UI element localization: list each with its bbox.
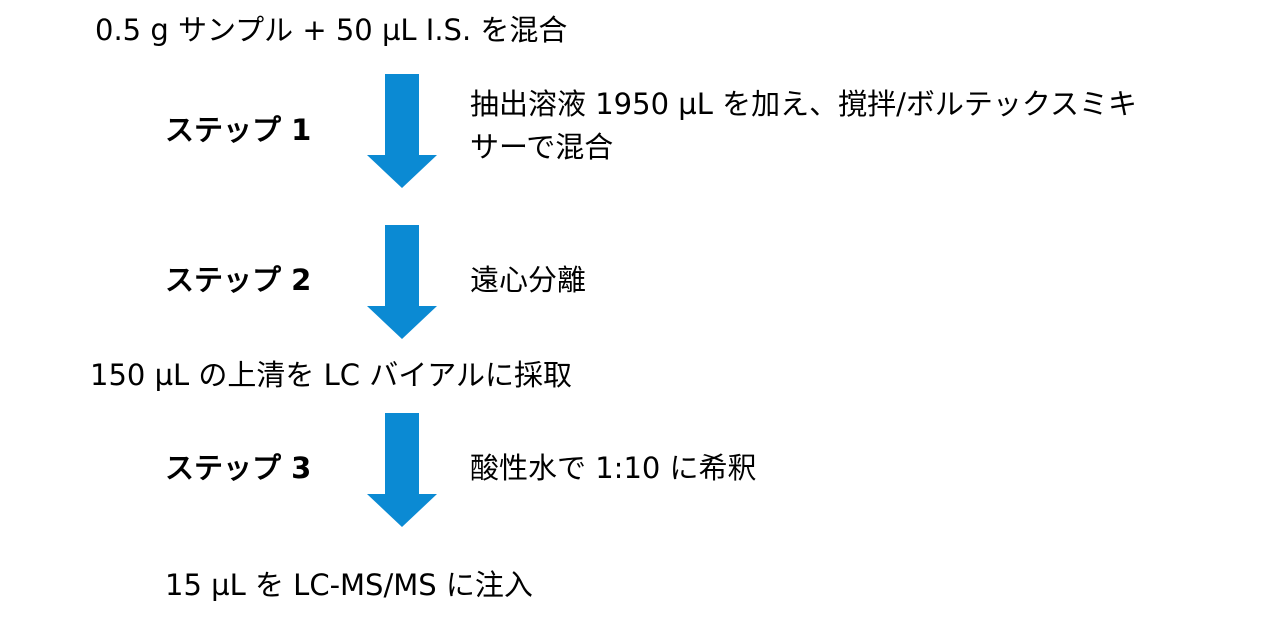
step-3-label: ステップ 3 [165, 451, 312, 485]
end-text: 15 µL を LC-MS/MS に注入 [165, 568, 533, 602]
step-3-desc: 酸性水で 1:10 に希釈 [470, 451, 757, 485]
middle-text: 150 µL の上清を LC バイアルに採取 [90, 358, 572, 392]
start-text: 0.5 g サンプル + 50 µL I.S. を混合 [95, 13, 568, 47]
step-1-desc-line-2: サーで混合 [470, 130, 614, 164]
down-arrow-icon-2 [367, 225, 437, 339]
step-2-desc: 遠心分離 [470, 263, 587, 297]
step-1-label: ステップ 1 [165, 113, 312, 147]
down-arrow-icon-3 [367, 413, 437, 527]
step-2-label: ステップ 2 [165, 263, 312, 297]
down-arrow-icon-1 [367, 74, 437, 188]
step-1-desc-line-1: 抽出溶液 1950 µL を加え、撹拌/ボルテックスミキ [470, 87, 1137, 121]
